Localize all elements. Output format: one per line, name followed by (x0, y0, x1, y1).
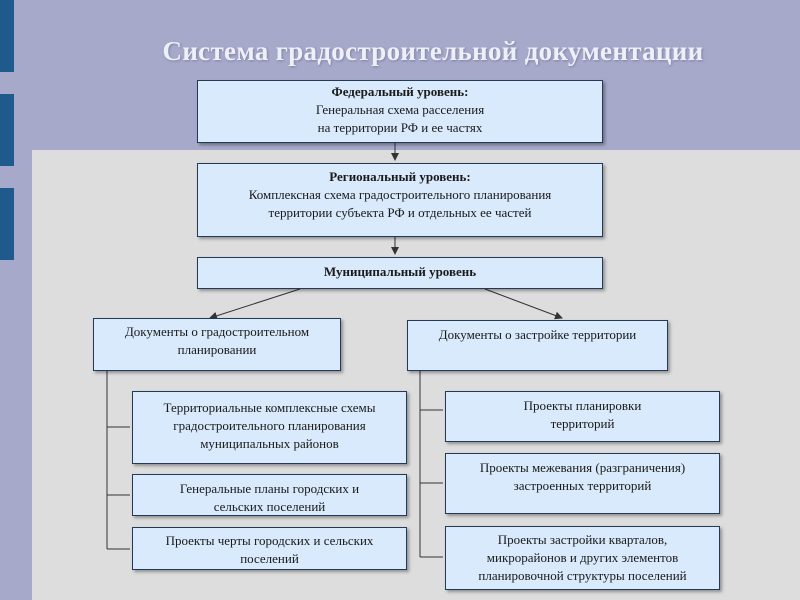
right-item-text: Проекты межевания (разграничения) (479, 460, 686, 475)
right-item-box: Проекты межевания (разграничения) застро… (445, 453, 720, 514)
federal-level-heading: Федеральный уровень: (331, 84, 469, 99)
left-item-text: сельских поселений (213, 499, 326, 514)
accent-bar (0, 94, 14, 166)
right-item-text: планировочной структуры поселений (478, 568, 687, 583)
arrow-municipal-left (209, 288, 301, 320)
regional-level-heading: Региональный уровень: (329, 169, 471, 184)
regional-level-box: Региональный уровень: Комплексная схема … (197, 163, 603, 237)
federal-level-text: Генеральная схема расселения (315, 102, 485, 117)
municipal-level-heading: Муниципальный уровень (323, 264, 477, 279)
right-item-text: Проекты планировки (523, 398, 642, 413)
regional-level-text: территории субъекта РФ и отдельных ее ча… (268, 205, 532, 220)
accent-bar (0, 0, 14, 72)
arrow-municipal-right (484, 288, 563, 320)
right-item-box: Проекты застройки кварталов, микрорайоно… (445, 526, 720, 590)
right-item-text: территорий (550, 416, 615, 431)
planning-documents-text: планировании (177, 342, 257, 357)
left-item-text: градостроительного планирования (173, 418, 366, 433)
left-item-text: Проекты черты городских и сельских (165, 533, 374, 548)
accent-bar (0, 188, 14, 260)
right-item-text: застроенных территорий (513, 478, 652, 493)
left-item-text: поселений (240, 551, 299, 566)
right-item-text: микрорайонов и других элементов (486, 550, 679, 565)
municipal-level-box: Муниципальный уровень (197, 257, 603, 289)
left-item-box: Территориальные комплексные схемы градос… (132, 391, 407, 464)
right-item-box: Проекты планировки территорий (445, 391, 720, 442)
left-item-box: Проекты черты городских и сельских посел… (132, 527, 407, 570)
planning-documents-box: Документы о градостроительном планирован… (93, 318, 341, 371)
left-item-box: Генеральные планы городских и сельских п… (132, 474, 407, 516)
slide-title: Система градостроительной документации (162, 36, 704, 66)
development-documents-text: Документы о застройке территории (438, 327, 637, 342)
regional-level-text: Комплексная схема градостроительного пла… (248, 187, 552, 202)
development-documents-box: Документы о застройке территории (407, 320, 668, 371)
left-item-text: муниципальных районов (200, 436, 339, 451)
planning-documents-text: Документы о градостроительном (124, 324, 310, 339)
right-item-text: Проекты застройки кварталов, (497, 532, 668, 547)
left-item-text: Территориальные комплексные схемы (163, 400, 376, 415)
federal-level-box: Федеральный уровень: Генеральная схема р… (197, 80, 603, 143)
federal-level-text: на территории РФ и ее частях (317, 120, 483, 135)
left-item-text: Генеральные планы городских и (179, 481, 360, 496)
